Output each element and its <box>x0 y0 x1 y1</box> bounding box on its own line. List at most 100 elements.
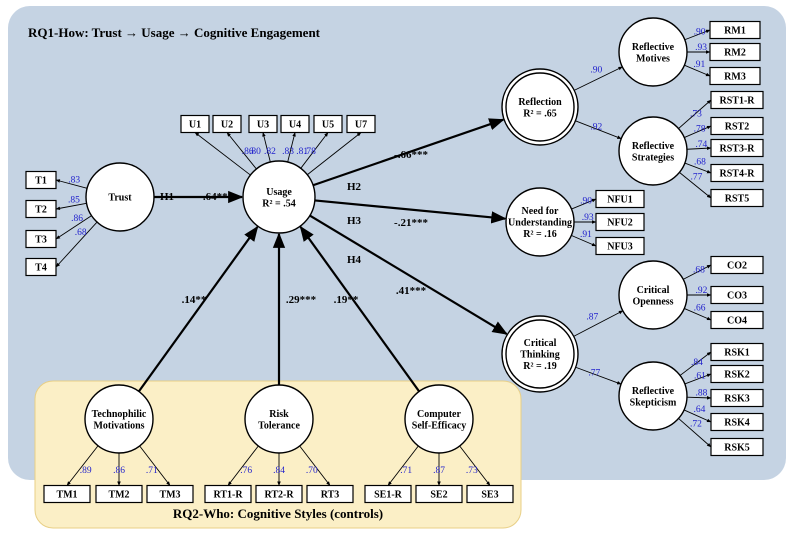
construct-label-cse-1: Self-Efficacy <box>412 420 466 431</box>
construct-label-rm-0: Reflective <box>632 42 675 53</box>
construct-label-ct-0: Critical <box>524 338 557 349</box>
indicator-label-se3: SE3 <box>481 490 498 501</box>
indicator-label-rst2: RST2 <box>725 122 749 133</box>
loading-ct-co: .87 <box>586 313 598 323</box>
indicator-u1 <box>180 114 210 134</box>
loading-value-se3: .73 <box>466 466 478 476</box>
loading-line-rsk5 <box>678 418 712 448</box>
loading-value-rsk3: .88 <box>695 388 707 398</box>
loading-line-u4 <box>287 132 296 163</box>
path-label-h4: H4 <box>347 254 362 266</box>
construct-label-reflection-0: Reflection <box>518 97 562 108</box>
loading-value-rsk1: .84 <box>691 358 703 368</box>
construct-trust <box>85 162 155 232</box>
loading-line-t2 <box>55 202 87 211</box>
construct-co <box>618 260 688 330</box>
indicator-label-nfu1: NFU1 <box>607 195 633 206</box>
indicator-rst5 <box>710 188 764 208</box>
construct-label-tech-0: Technophilic <box>92 409 147 420</box>
loading-value-co3: .92 <box>695 286 707 296</box>
indicator-u3 <box>248 114 278 134</box>
loading-line-rsk2 <box>684 373 712 385</box>
loading-line-rst1-r <box>678 99 712 129</box>
indicator-label-rt1-r: RT1-R <box>213 490 243 501</box>
loading-line-t3 <box>55 215 92 240</box>
path-label-h1: H1 <box>160 191 174 203</box>
loading-value-tm2: .86 <box>113 466 125 476</box>
indicator-rt1-r <box>204 484 252 504</box>
indicator-se3 <box>466 484 514 504</box>
construct-label-usage-0: Usage <box>266 187 292 198</box>
indicator-label-rt2-r: RT2-R <box>264 490 294 501</box>
indicator-rm1 <box>709 20 761 40</box>
loading-value-t3: .86 <box>71 214 83 224</box>
path-coef-cse-usage: .19** <box>334 294 359 306</box>
construct-label-tech-1: Motivations <box>93 420 144 431</box>
loading-value-tm3: .71 <box>146 466 158 476</box>
indicator-t4 <box>25 257 57 277</box>
loading-value-nfu1: .90 <box>580 197 592 207</box>
path-tech-usage <box>137 225 259 393</box>
indicator-co3 <box>710 285 764 305</box>
indicator-label-se1-r: SE1-R <box>374 490 403 501</box>
indicator-label-rsk3: RSK3 <box>724 394 750 405</box>
construct-reflection <box>505 72 575 142</box>
loading-value-rsk5: .72 <box>690 419 702 429</box>
loading-line-se1-r <box>387 445 419 486</box>
path-usage-reflection <box>312 118 505 187</box>
indicator-t1 <box>25 170 57 190</box>
indicator-rsk3 <box>710 388 764 408</box>
construct-tech <box>84 384 154 454</box>
path-reflection-rs <box>575 120 622 140</box>
indicator-tm1 <box>43 484 91 504</box>
loading-value-u4: .83 <box>282 147 294 157</box>
construct-label-rs-1: Strategies <box>632 152 674 163</box>
indicator-t3 <box>25 229 57 249</box>
indicator-co2 <box>710 255 764 275</box>
loading-value-t2: .85 <box>68 195 80 205</box>
path-coef-risk-usage: .29*** <box>286 294 317 306</box>
indicator-label-u3: U3 <box>257 120 269 131</box>
construct-label-rsk-1: Skepticism <box>630 397 677 408</box>
indicator-rst4-r <box>710 163 764 183</box>
indicator-u4 <box>280 114 310 134</box>
path-coef-tech-usage: .14** <box>182 294 207 306</box>
construct-rs <box>618 116 688 186</box>
indicator-label-rm2: RM2 <box>724 48 746 59</box>
indicator-label-tm3: TM3 <box>159 490 180 501</box>
indicator-tm3 <box>146 484 194 504</box>
indicator-rst1-r <box>710 90 764 110</box>
indicator-label-u2: U2 <box>221 120 233 131</box>
rq1-title: RQ1-How: Trust → Usage → Cognitive Engag… <box>28 25 321 40</box>
loading-value-tm1: .89 <box>80 466 92 476</box>
loading-value-u2: .80 <box>249 147 261 157</box>
path-label-h2: H2 <box>347 181 362 193</box>
indicator-label-co3: CO3 <box>727 291 747 302</box>
construct-nfu <box>505 187 575 257</box>
loading-line-u3 <box>262 132 271 163</box>
construct-label-rs-0: Reflective <box>632 141 675 152</box>
construct-label-usage-1: R² = .54 <box>262 198 295 209</box>
indicator-rsk4 <box>710 412 764 432</box>
path-coef-h1: .64*** <box>203 191 234 203</box>
loading-line-nfu3 <box>571 234 597 247</box>
indicator-label-rm3: RM3 <box>724 72 746 83</box>
indicator-label-u1: U1 <box>189 120 201 131</box>
loading-value-rt2-r: .84 <box>273 466 285 476</box>
indicators <box>25 20 764 504</box>
loading-value-u5: .81 <box>296 147 308 157</box>
loading-value-rsk2: .61 <box>694 371 706 381</box>
loading-line-rsk4 <box>683 409 712 423</box>
loading-value-rst1-r: .73 <box>690 110 702 120</box>
construct-usage <box>242 160 316 234</box>
loading-line-u1 <box>194 132 251 176</box>
path-reflection-rm <box>573 66 623 91</box>
indicator-rm2 <box>709 42 761 62</box>
rq2-title: RQ2-Who: Cognitive Styles (controls) <box>173 506 383 521</box>
indicator-label-nfu2: NFU2 <box>607 218 633 229</box>
indicator-label-rsk5: RSK5 <box>724 443 750 454</box>
construct-risk <box>244 384 314 454</box>
loading-value-u7: .78 <box>304 147 316 157</box>
